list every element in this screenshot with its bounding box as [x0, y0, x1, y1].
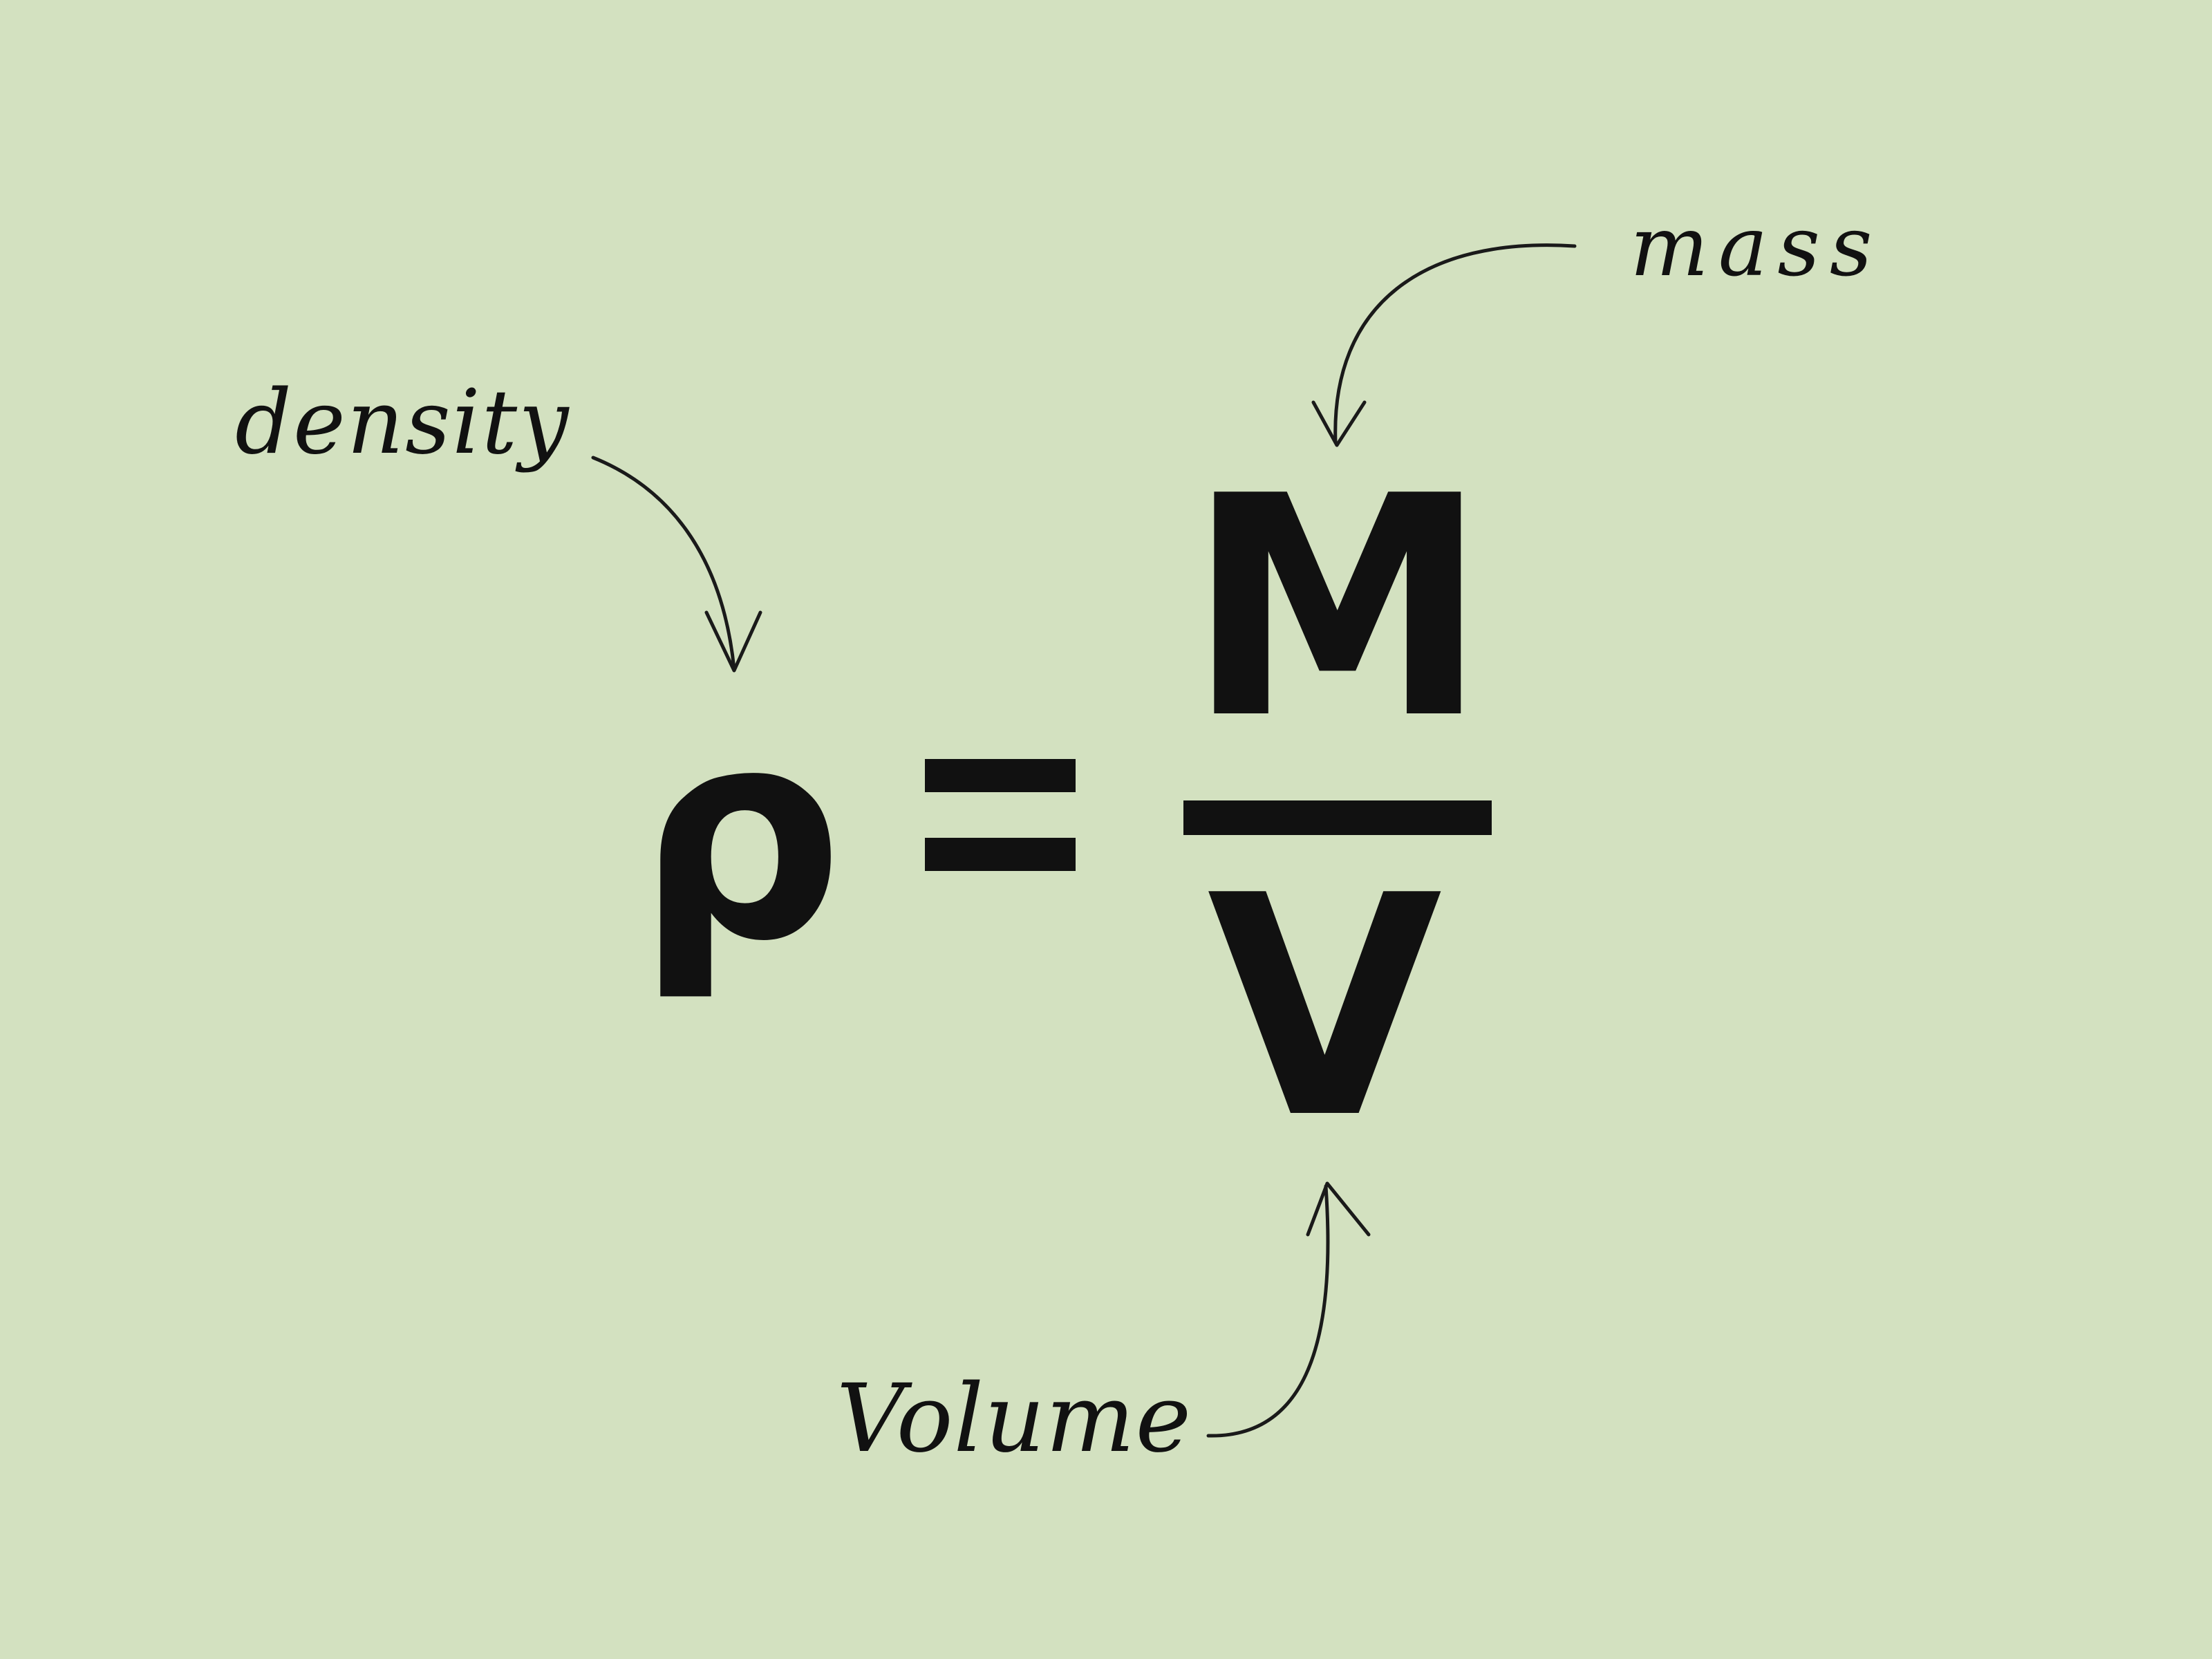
density-label: density	[235, 371, 570, 474]
volume-arrow	[1206, 1181, 1371, 1438]
fraction-bar	[1183, 800, 1492, 835]
equals-bottom-bar	[925, 838, 1076, 871]
mass-symbol: M	[1186, 431, 1489, 785]
mass-arrow	[1311, 243, 1577, 447]
volume-label: Volume	[836, 1365, 1192, 1474]
volume-symbol: V	[1207, 831, 1443, 1185]
equals-sign	[925, 759, 1076, 871]
density-arrow	[591, 456, 762, 673]
mass-label: mass	[1630, 199, 1882, 295]
equals-top-bar	[925, 759, 1076, 792]
density-symbol: ρ	[636, 667, 844, 1005]
